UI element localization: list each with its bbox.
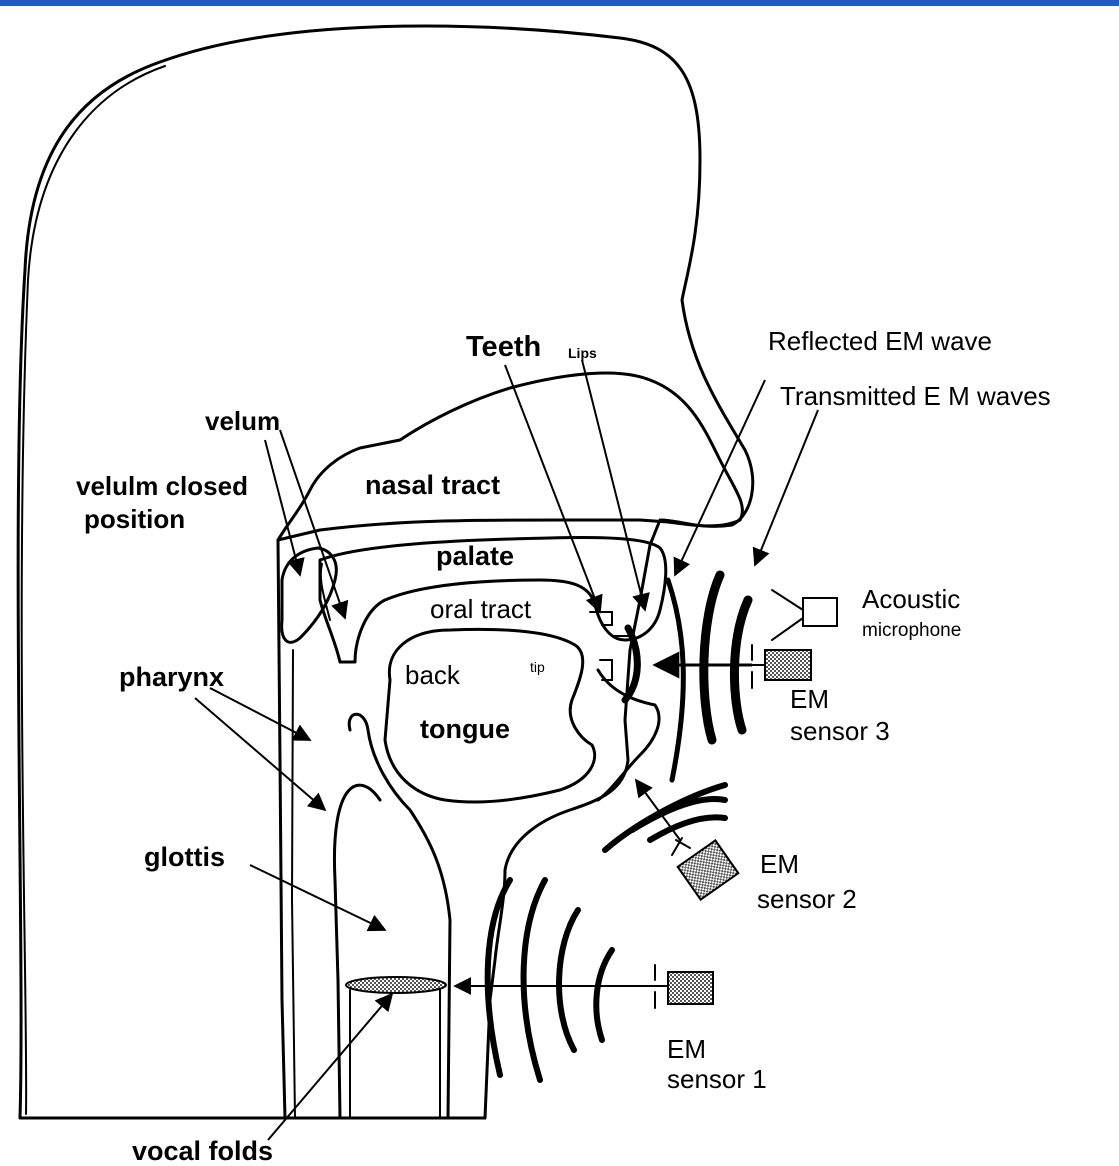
- teeth-marks: [590, 612, 630, 680]
- label-transmitted-em-waves: Transmitted E M waves: [780, 381, 1051, 411]
- vocal-folds-ellipse: [346, 977, 446, 993]
- sensor2-wave-3: [650, 817, 725, 840]
- arrow-teeth: [505, 365, 600, 612]
- label-velum: velum: [205, 406, 280, 436]
- arrow-lips: [582, 360, 645, 610]
- anterior-throat: [334, 785, 380, 1118]
- em-sensor-3-antenna: [752, 645, 765, 688]
- transmitted-wave-1: [704, 575, 720, 740]
- microphone-box: [803, 598, 837, 626]
- em-sensor-3-box: [765, 650, 811, 680]
- label-acoustic: Acoustic: [862, 584, 960, 614]
- label-teeth: Teeth: [466, 331, 541, 363]
- sensor1-wave-3: [559, 910, 578, 1050]
- label-palate: palate: [436, 541, 514, 571]
- label-velum-closed-2: position: [84, 504, 185, 534]
- label-em-sensor-2-2: sensor 2: [757, 884, 857, 914]
- pharynx-back-wall-inner: [292, 650, 295, 1118]
- arrow-velum-closed: [265, 440, 300, 575]
- label-nasal-tract: nasal tract: [365, 470, 500, 500]
- em-sensor-2-antenna: [672, 838, 690, 855]
- label-pharynx: pharynx: [119, 662, 224, 692]
- label-velum-closed-1: velulm closed: [76, 471, 248, 501]
- label-em-sensor-2-1: EM: [760, 849, 799, 879]
- em-sensor-1-box: [668, 972, 713, 1004]
- sensor1-wave-4: [596, 950, 612, 1040]
- label-em-sensor-1-2: sensor 1: [667, 1064, 767, 1094]
- label-lips: Lips: [568, 345, 597, 361]
- em-sensor-2-box: [678, 840, 739, 899]
- arrow-pharynx-1: [210, 688, 310, 740]
- label-tongue: tongue: [420, 714, 510, 744]
- label-microphone: microphone: [862, 620, 961, 641]
- label-em-sensor-3-1: EM: [790, 684, 829, 714]
- microphone-lines: [772, 590, 803, 640]
- head-outline-double: [22, 66, 165, 1114]
- sensor1-wave-1: [488, 880, 510, 1075]
- label-reflected-em-wave: Reflected EM wave: [768, 326, 992, 356]
- label-em-sensor-3-2: sensor 3: [790, 716, 890, 746]
- sensor1-wave-2: [524, 880, 545, 1080]
- nasal-tract-outline: [278, 373, 742, 540]
- head-outline: [18, 26, 753, 1118]
- label-oral-tract: oral tract: [430, 594, 532, 624]
- arrow-glottis: [250, 865, 385, 930]
- label-back: back: [405, 660, 461, 690]
- em-sensor-1-antenna: [655, 965, 668, 1008]
- reflected-wave: [668, 580, 683, 780]
- label-tip: tip: [530, 659, 545, 675]
- label-vocal-folds: vocal folds: [132, 1136, 273, 1166]
- label-em-sensor-1-1: EM: [667, 1034, 706, 1064]
- label-glottis: glottis: [144, 842, 225, 872]
- arrow-transmitted-wave: [755, 410, 818, 565]
